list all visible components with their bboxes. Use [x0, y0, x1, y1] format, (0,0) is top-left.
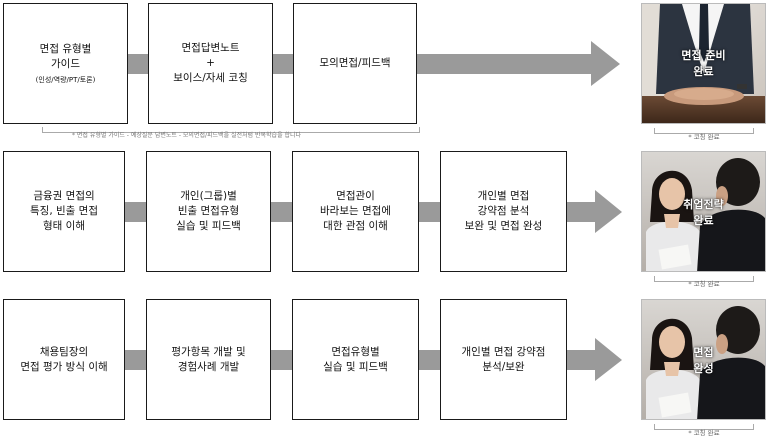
row1-step2-line2: +: [206, 57, 215, 69]
row3-result-line2: 완성: [693, 362, 714, 375]
row1-step2-box: 면접답변노트 + 보이스/자세 코칭: [148, 3, 273, 124]
interview-photo-icon: [642, 152, 765, 271]
row3-connector-1: [125, 350, 146, 370]
row2-result-line1: 취업전략: [683, 198, 724, 211]
row3-step2-line2: 경험사례 개발: [177, 360, 240, 373]
row1-note-bracket: [42, 127, 420, 133]
row1-step2-line3: 보이스/자세 코칭: [173, 72, 248, 84]
row1-step1-line1: 면접 유형별: [39, 42, 92, 55]
row2-step4-line1: 개인별 면접: [477, 190, 530, 202]
row2-step4-box: 개인별 면접 강약점 분석 보완 및 면접 완성: [440, 151, 567, 272]
row2-connector-3: [419, 202, 440, 222]
row2-step4-line3: 보완 및 면접 완성: [464, 220, 543, 232]
row1-step2-line1: 면접답변노트: [181, 42, 240, 54]
row3-step1-box: 채용팀장의 면접 평가 방식 이해: [3, 299, 125, 420]
row1-coach-bracket: [654, 128, 754, 134]
row2-step3-line2: 바라보는 면접에: [320, 205, 391, 217]
row2-step1-line3: 형태 이해: [43, 220, 85, 232]
row2-step2-line1: 개인(그룹)별: [180, 190, 237, 202]
row3-result-line1: 면접: [693, 346, 714, 359]
row1-step3-line1: 모의면접/피드백: [319, 57, 391, 69]
row2-result-text: 취업전략 완료: [642, 197, 765, 229]
row1-result-line2: 완료: [693, 65, 714, 78]
row2-step2-box: 개인(그룹)별 빈출 면접유형 실습 및 피드백: [146, 151, 271, 272]
row3-result-arrow: [567, 338, 622, 381]
row1-step1-line2: 가이드: [51, 57, 80, 70]
row1-result-text: 면접 준비 완료: [642, 48, 765, 80]
row3-step1-line2: 면접 평가 방식 이해: [20, 360, 108, 373]
row2-coach-bracket: [654, 276, 754, 282]
interview-photo-icon: [642, 300, 765, 419]
row2-step3-line3: 대한 관점 이해: [323, 220, 388, 232]
row3-step4-line1: 개인별 면접 강약점: [461, 345, 546, 358]
row2-result-photo: 취업전략 완료: [641, 151, 766, 272]
row3-step1-line1: 채용팀장의: [39, 345, 89, 358]
row3-connector-2: [271, 350, 292, 370]
row3-result-text: 면접 완성: [642, 345, 765, 377]
row1-step1-small: (인성/역량/PT/토론): [35, 75, 96, 84]
row2-result-line2: 완료: [693, 214, 714, 227]
row2-step1-box: 금융권 면접의 특징, 빈출 면접 형태 이해: [3, 151, 125, 272]
row1-result-line1: 면접 준비: [681, 49, 726, 62]
row2-step2-line2: 빈출 면접유형: [177, 205, 240, 217]
row1-result-arrow: [417, 41, 620, 86]
row3-step3-line1: 면접유형별: [331, 345, 380, 358]
row3-step3-box: 면접유형별 실습 및 피드백: [292, 299, 419, 420]
row1-connector-2: [273, 54, 293, 74]
row3-result-photo: 면접 완성: [641, 299, 766, 420]
row1-step3-box: 모의면접/피드백: [293, 3, 417, 124]
row2-step1-line2: 특징, 빈출 면접: [30, 205, 98, 217]
businessman-photo-icon: [642, 4, 765, 123]
row2-step3-line1: 면접관이: [336, 190, 375, 202]
row3-coach-label: * 코칭 완료: [688, 429, 720, 437]
row3-step4-box: 개인별 면접 강약점 분석/보완: [440, 299, 567, 420]
row2-coach-label: * 코칭 완료: [688, 280, 720, 288]
row3-step2-line1: 평가항목 개발 및: [171, 345, 246, 358]
row3-step2-box: 평가항목 개발 및 경험사례 개발: [146, 299, 271, 420]
row2-step1-line1: 금융권 면접의: [33, 190, 95, 202]
row1-step1-box: 면접 유형별 가이드 (인성/역량/PT/토론): [3, 3, 128, 124]
row2-connector-1: [125, 202, 146, 222]
row1-result-photo: 면접 준비 완료: [641, 3, 766, 124]
row3-step4-line2: 분석/보완: [482, 360, 525, 373]
row2-step3-box: 면접관이 바라보는 면접에 대한 관점 이해: [292, 151, 419, 272]
row1-connector-1: [128, 54, 148, 74]
row2-result-arrow: [567, 190, 622, 233]
row1-note: * 면접 유형별 가이드 - 예상질문 답변노트 - 모의면접/피드백을 실전처…: [72, 132, 302, 139]
row2-connector-2: [271, 202, 292, 222]
row2-step2-line3: 실습 및 피드백: [176, 220, 241, 232]
row3-connector-3: [419, 350, 440, 370]
row2-step4-line2: 강약점 분석: [477, 205, 530, 217]
row3-step3-line2: 실습 및 피드백: [323, 360, 388, 373]
row1-coach-label: * 코칭 완료: [688, 133, 720, 141]
row3-coach-bracket: [654, 424, 754, 430]
